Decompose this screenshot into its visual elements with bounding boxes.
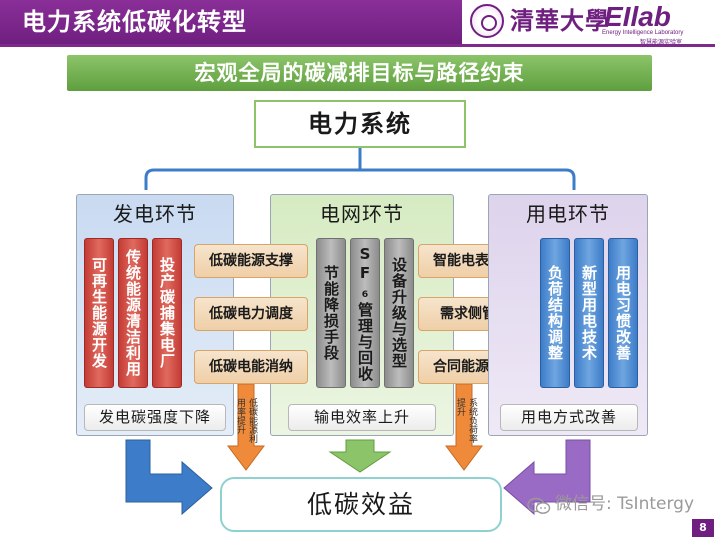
page-number: 8 [692,519,714,537]
gen-item-renewable: 可再生能源开发 [84,238,114,388]
header-title-bar: 电力系统低碳化转型 [0,0,462,44]
target-banner: 宏观全局的碳减排目标与路径约束 [67,55,652,91]
university-name-logo: 清華大學 [510,6,610,35]
panel-grid-title: 电网环节 [320,202,404,226]
grid-item-low-carbon-support: 低碳能源支撑 [194,244,308,278]
lab-subtitle-en: Energy Intelligence Laboratory [602,30,684,36]
gen-item-clean-traditional: 传统能源清洁利用 [118,238,148,388]
annotation-utilization-improve: 用率提升 [235,398,245,434]
annotation-improve: 提升 [455,398,465,416]
panel-generation-title: 发电环节 [113,202,197,226]
grid-item-sf6-management: SF₆管理与回收 [350,238,380,388]
wechat-watermark: 微信号: TsIntergy [555,494,695,514]
green-arrow [328,439,392,473]
slide-title: 电力系统低碳化转型 [22,8,247,36]
grid-bottom-bar: 输电效率上升 [288,404,436,431]
use-item-habits: 用电习惯改善 [608,238,638,388]
purple-arrow [503,439,591,516]
orange-arrow-right [445,383,483,471]
gen-bottom-bar: 发电碳强度下降 [84,404,226,431]
orange-arrow-left [227,383,265,471]
bracket-connector [144,168,576,190]
grid-item-low-carbon-consumption: 低碳电能消纳 [194,350,308,384]
header-divider [0,44,715,47]
blue-arrow [125,439,213,516]
slide-header: 电力系统低碳化转型 清華大學 EIlab Energy Intelligence… [0,0,715,46]
annotation-load-rate: 系统负荷率 [467,398,477,443]
gen-item-ccs: 投产碳捕集电厂 [152,238,182,388]
lab-logo: EIlab [604,1,671,32]
use-bottom-bar: 用电方式改善 [500,404,638,431]
annotation-low-carbon-utilization: 低碳能源利 [247,398,257,443]
power-system-box: 电力系统 [254,100,466,148]
university-seal-icon [470,4,504,38]
wechat-icon [527,497,551,514]
panel-consumption-title: 用电环节 [526,202,610,226]
low-carbon-benefit-box: 低碳效益 [220,477,502,532]
lab-subtitle-cn: 智慧能源实验室 [640,39,683,46]
grid-item-loss-reduction: 节能降损手段 [316,238,346,388]
grid-item-equipment-upgrade: 设备升级与选型 [384,238,414,388]
use-item-new-tech: 新型用电技术 [574,238,604,388]
grid-item-low-carbon-dispatch: 低碳电力调度 [194,297,308,331]
use-item-load-structure: 负荷结构调整 [540,238,570,388]
